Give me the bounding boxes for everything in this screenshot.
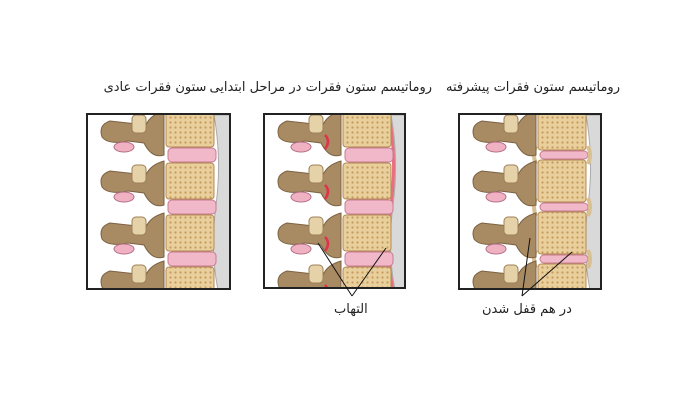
vertebral-body (165, 115, 215, 148)
vertebral-body (342, 214, 392, 252)
facet-joint (308, 115, 324, 134)
spine-illustration (100, 115, 229, 288)
facet-joint (503, 115, 519, 134)
callout-line (351, 247, 387, 297)
facet-joint (131, 264, 147, 284)
inflammation-mark (324, 284, 329, 287)
facet-joint (503, 164, 519, 184)
vertebral-body (537, 211, 587, 255)
intervertebral-disc (167, 199, 217, 215)
vertebral-body (537, 159, 587, 203)
intervertebral-disc (167, 251, 217, 267)
label-fusion: در هم قفل شدن (482, 302, 572, 317)
spinous-process (100, 212, 165, 259)
vertebral-body (342, 266, 392, 287)
intervertebral-disc (167, 147, 217, 163)
facet-joint (308, 164, 324, 184)
facet-joint (503, 216, 519, 236)
spinous-process (472, 115, 537, 157)
spinous-process (277, 160, 342, 207)
spine-illustration (472, 115, 600, 288)
panel-advanced-ra-spine (458, 113, 602, 290)
spine-illustration (277, 115, 404, 287)
spinous-process (100, 160, 165, 207)
title-early-ra-spine: روماتیسم ستون فقرات در مراحل ابتدایی (209, 80, 432, 95)
facet-joint (308, 216, 324, 236)
facet-joint (503, 264, 519, 284)
vertebral-body (165, 214, 215, 252)
callout-line (317, 242, 353, 297)
joint-cartilage (290, 191, 312, 203)
title-normal-spine: ستون فقرات عادی (103, 80, 207, 95)
panel-early-ra-spine (263, 113, 406, 289)
vertebral-body (165, 162, 215, 200)
facet-joint (131, 216, 147, 236)
joint-cartilage (485, 141, 507, 153)
spinous-process (100, 115, 165, 157)
vertebral-body (342, 115, 392, 148)
vertebral-body (537, 115, 587, 151)
joint-cartilage (113, 243, 135, 255)
vertebral-body (165, 266, 215, 288)
joint-cartilage (113, 191, 135, 203)
joint-cartilage (485, 191, 507, 203)
label-inflammation: التهاب (334, 302, 368, 317)
inflammation-mark (323, 236, 330, 252)
intervertebral-disc (344, 199, 394, 215)
spinous-process (472, 160, 537, 207)
bony-bridge (586, 249, 592, 269)
spinous-process (472, 212, 537, 259)
joint-cartilage (290, 141, 312, 153)
joint-cartilage (113, 141, 135, 153)
title-advanced-ra-spine: روماتیسم ستون فقرات پیشرفته (446, 80, 620, 95)
vertebral-body (342, 162, 392, 200)
callout-line (521, 251, 573, 297)
joint-cartilage (485, 243, 507, 255)
facet-joint (131, 164, 147, 184)
bony-bridge (586, 145, 592, 165)
spinous-process (277, 115, 342, 157)
callout-line (521, 237, 531, 297)
facet-joint (308, 264, 324, 284)
intervertebral-disc (344, 147, 394, 163)
bony-bridge (586, 197, 592, 217)
inflammation-mark (323, 134, 330, 150)
facet-joint (131, 115, 147, 134)
joint-cartilage (290, 243, 312, 255)
panel-normal-spine (86, 113, 231, 290)
inflammation-mark (323, 184, 330, 200)
spinous-process (277, 212, 342, 259)
vertebral-body (537, 263, 587, 288)
